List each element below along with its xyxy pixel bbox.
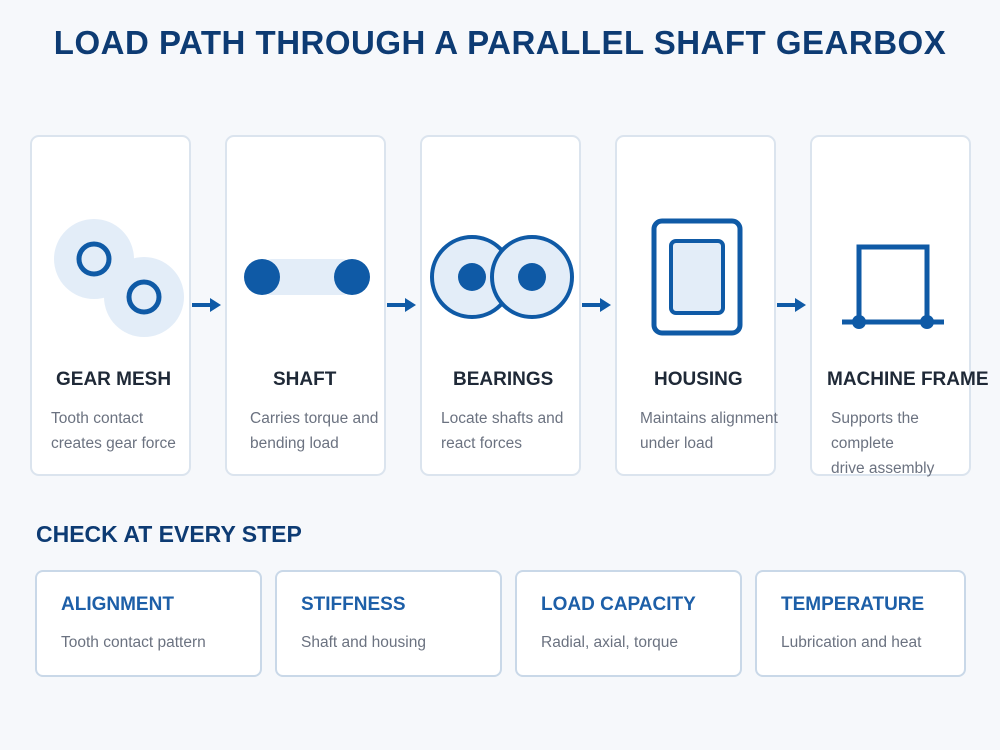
check-card-alignment: ALIGNMENT Tooth contact pattern xyxy=(35,570,262,677)
step-card-shaft: SHAFT Carries torque and bending load xyxy=(225,135,386,476)
check-title: STIFFNESS xyxy=(301,594,406,615)
gear-mesh-icon xyxy=(54,219,184,337)
step-description-line: Locate shafts and xyxy=(441,410,564,427)
check-card-temperature: TEMPERATURE Lubrication and heat xyxy=(755,570,966,677)
step-description-line: Supports the complete xyxy=(831,410,919,452)
step-description-line: Carries torque and xyxy=(250,410,379,427)
step-description-line: drive assembly xyxy=(831,460,935,477)
step-card-bearings: BEARINGS Locate shafts and react forces xyxy=(420,135,581,476)
step-description-line: creates gear force xyxy=(51,435,176,452)
shaft-icon xyxy=(244,259,370,295)
check-description: Radial, axial, torque xyxy=(541,634,678,651)
step-card-housing: HOUSING Maintains alignment under load xyxy=(615,135,778,476)
check-card-load-capacity: LOAD CAPACITY Radial, axial, torque xyxy=(515,570,742,677)
step-description-line: bending load xyxy=(250,435,339,452)
check-description: Tooth contact pattern xyxy=(61,634,206,651)
arrow-right-icon xyxy=(777,298,806,312)
step-description: Locate shafts and react forces xyxy=(441,406,591,456)
step-description: Maintains alignment under load xyxy=(640,406,790,456)
housing-icon xyxy=(651,218,743,336)
check-card-stiffness: STIFFNESS Shaft and housing xyxy=(275,570,502,677)
step-description: Carries torque and bending load xyxy=(250,406,400,456)
step-description: Supports the complete drive assembly xyxy=(831,406,981,481)
step-name: SHAFT xyxy=(273,369,337,390)
check-heading: CHECK AT EVERY STEP xyxy=(36,521,302,547)
step-description-line: Maintains alignment xyxy=(640,410,778,427)
bearings-icon xyxy=(430,235,574,319)
arrow-right-icon xyxy=(387,298,416,312)
check-title: TEMPERATURE xyxy=(781,594,925,615)
check-description: Shaft and housing xyxy=(301,634,426,651)
step-name: BEARINGS xyxy=(453,369,554,390)
step-description-line: Tooth contact xyxy=(51,410,144,427)
check-description: Lubrication and heat xyxy=(781,634,922,651)
machine-frame-icon xyxy=(842,244,944,329)
step-description-line: under load xyxy=(640,435,714,452)
step-name: HOUSING xyxy=(654,369,743,390)
page-title: LOAD PATH THROUGH A PARALLEL SHAFT GEARB… xyxy=(53,24,947,61)
step-name: MACHINE FRAME xyxy=(827,369,989,390)
step-name: GEAR MESH xyxy=(56,369,172,390)
step-description: Tooth contact creates gear force xyxy=(51,406,201,456)
arrow-right-icon xyxy=(192,298,221,312)
step-description-line: react forces xyxy=(441,435,522,452)
check-title: ALIGNMENT xyxy=(61,594,174,615)
step-card-machine-frame: MACHINE FRAME Supports the complete driv… xyxy=(810,135,989,477)
check-title: LOAD CAPACITY xyxy=(541,594,696,615)
arrow-right-icon xyxy=(582,298,611,312)
step-card-gear-mesh: GEAR MESH Tooth contact creates gear for… xyxy=(30,135,191,476)
